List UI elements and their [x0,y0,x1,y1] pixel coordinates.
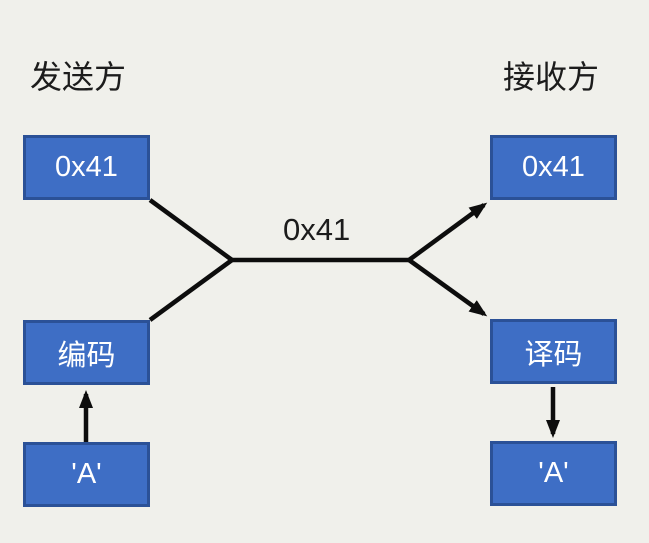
receiver-hex-box: 0x41 [490,135,617,200]
sender-title: 发送方 [30,59,127,95]
decoder-box: 译码 [490,319,617,384]
sender-hex-box: 0x41 [23,135,150,200]
sender-char-box: 'A' [23,442,150,507]
sender-hex-to-channel-line [148,198,234,262]
receiver-title: 接收方 [503,59,600,95]
channel-to-decoder-arrow [407,258,488,317]
receiver-char-box: 'A' [490,441,617,506]
channel-to-receiver-hex-arrow [407,202,488,262]
encoder-to-channel-line [148,258,234,322]
channel-value-label: 0x41 [283,212,351,247]
encoder-box: 编码 [23,320,150,385]
